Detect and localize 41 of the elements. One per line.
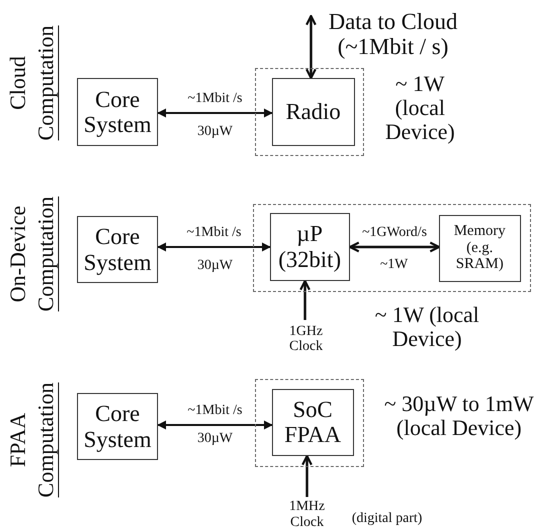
block-box bbox=[438, 214, 521, 282]
section-title: FPAA bbox=[7, 412, 29, 468]
section-title: Computation bbox=[35, 382, 59, 498]
block-label: Memory (e.g. SRAM) bbox=[454, 223, 506, 273]
arrow bbox=[306, 14, 316, 80]
arrow bbox=[348, 242, 440, 252]
block-label: Core System bbox=[82, 224, 152, 275]
section-title: On-Device bbox=[7, 206, 29, 302]
block-label: µP (32bit) bbox=[277, 221, 342, 272]
node-label: 1GHz Clock bbox=[288, 324, 324, 354]
block-box bbox=[77, 393, 158, 460]
power-note: ~ 30µW to 1mW (local Device) bbox=[383, 392, 535, 440]
section-title: Cloud bbox=[7, 56, 29, 110]
block-box bbox=[77, 78, 158, 146]
node-label: 1MHz Clock bbox=[288, 499, 326, 530]
power-label: ~1W bbox=[380, 258, 408, 272]
section-title: Computation bbox=[35, 196, 59, 312]
arrow bbox=[300, 280, 310, 320]
block-label: Radio bbox=[286, 99, 341, 124]
dashed-boundary-box bbox=[253, 204, 531, 292]
power-label: 30µW bbox=[197, 125, 233, 139]
block-label: Core System bbox=[82, 86, 152, 138]
node-label: Data to Cloud (~1Mbit / s) bbox=[327, 8, 459, 60]
block-box bbox=[272, 388, 354, 456]
dashed-boundary-box bbox=[255, 68, 364, 156]
block-box bbox=[270, 212, 350, 281]
power-label: 30µW bbox=[197, 259, 233, 273]
block-box bbox=[77, 216, 158, 283]
section-title: Computation bbox=[35, 26, 59, 140]
power-label: 30µW bbox=[197, 432, 233, 446]
block-label: Core System bbox=[82, 401, 152, 452]
arrow bbox=[157, 108, 273, 118]
dashed-boundary-box bbox=[255, 379, 364, 467]
arrow bbox=[157, 420, 273, 430]
block-box bbox=[272, 78, 355, 146]
arrow bbox=[302, 454, 312, 497]
note: (digital part) bbox=[350, 511, 424, 526]
power-note: ~ 1W (local Device) bbox=[384, 72, 456, 145]
power-note: ~ 1W (local Device) bbox=[374, 303, 480, 352]
arrow bbox=[157, 242, 271, 252]
block-label: SoC FPAA bbox=[283, 396, 342, 448]
